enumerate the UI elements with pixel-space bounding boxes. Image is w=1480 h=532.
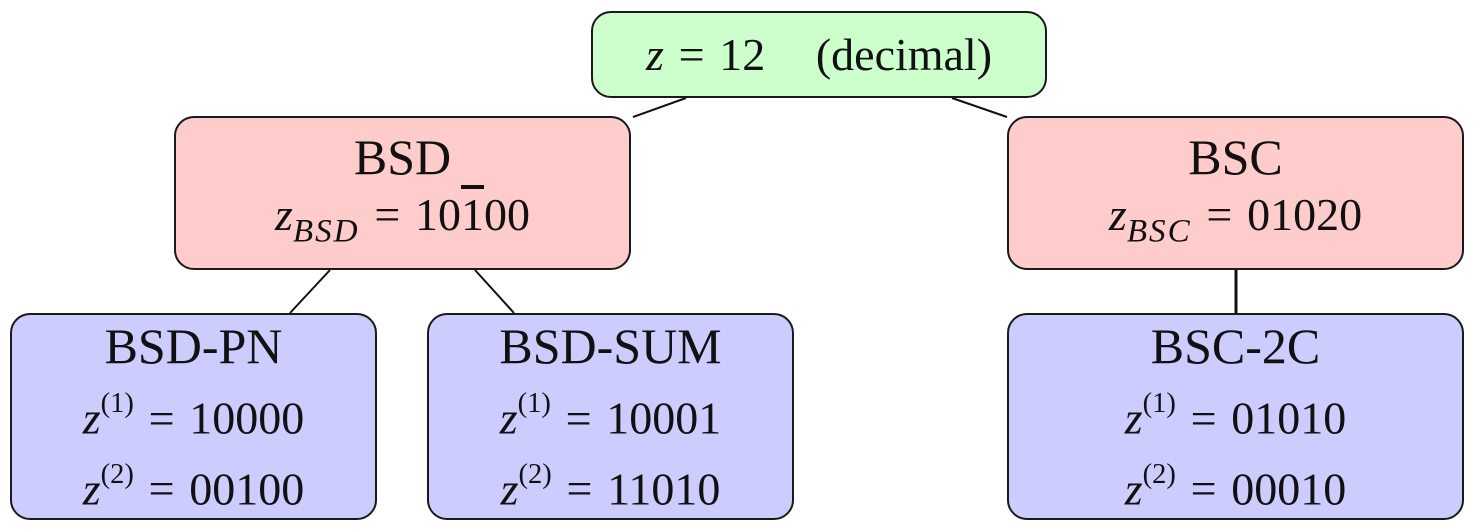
bsd-pn-row-1-var: z	[82, 392, 101, 444]
edge-root-bsc	[951, 97, 1008, 118]
bsc-node: BSC zBSC=01020	[1007, 116, 1464, 270]
bsd-pn-row-1-value: 10000	[189, 392, 305, 444]
bsc-2c-row-2-var: z	[1124, 462, 1143, 514]
bsc-2c-row-1-eq: =	[1190, 392, 1217, 444]
bsc-var: z	[1108, 188, 1127, 240]
bsd-node: BSD zBSD=10100	[174, 116, 631, 270]
bsd-pn-row-2: z(2) = 00100	[83, 447, 305, 517]
bsc-2c-node: BSC-2C z(1)=01010 z(2)=00010	[1007, 313, 1464, 520]
bsd-sum-row-1-value: 10001	[606, 392, 722, 444]
bsd-sum-row-2-sup: (2)	[518, 458, 552, 490]
bsc-2c-row-1-var: z	[1124, 392, 1143, 444]
bsd-pn-row-1-sup: (1)	[100, 388, 134, 420]
bsc-2c-title: BSC-2C	[1150, 318, 1321, 375]
bsc-2c-row-2-sup: (2)	[1142, 458, 1176, 490]
bsd-pn-title: BSD-PN	[104, 318, 283, 375]
bsd-sum-title: BSD-SUM	[499, 318, 722, 375]
bsd-sum-row-2: z(2) = 11010	[501, 447, 721, 517]
bsc-2c-row-2-value: 00010	[1231, 462, 1347, 514]
root-node: z = 12 (decimal)	[591, 11, 1047, 98]
root-var: z	[645, 28, 664, 80]
bsd-sum-row-1-sup: (1)	[517, 388, 551, 420]
bsd-pn-node: BSD-PN z(1)=10000 z(2)=00100	[10, 313, 377, 520]
bsd-pn-row-1-eq: =	[148, 392, 175, 444]
root-value: 12	[719, 28, 766, 80]
bsc-2c-row-1: z(1) = 01010	[1125, 376, 1347, 446]
bsd-value-post: 00	[484, 188, 530, 240]
bsc-2c-row-1-sup: (1)	[1142, 388, 1176, 420]
edge-bsd-pn	[289, 269, 331, 314]
bsd-pn-row-2-var: z	[82, 462, 101, 514]
bsd-pn-row-2-eq: =	[148, 462, 175, 514]
bsd-value-pre: 10	[415, 188, 461, 240]
edge-bsd-sum	[474, 269, 515, 314]
bsc-2c-row-2-eq: =	[1190, 462, 1217, 514]
bsd-sum-row-1-var: z	[499, 392, 518, 444]
bsc-value: 01020	[1247, 188, 1363, 240]
bsc-sub: BSC	[1126, 212, 1192, 250]
edge-root-bsd	[632, 97, 687, 118]
root-eq: =	[678, 28, 705, 80]
bsd-sum-row-1: z(1) = 10001	[500, 376, 722, 446]
bsc-title: BSC	[1188, 128, 1283, 185]
bsd-sum-row-2-eq: =	[566, 462, 593, 514]
bsc-2c-row-1-value: 01010	[1231, 392, 1347, 444]
bsd-var: z	[275, 188, 293, 240]
bsc-eq: =	[1206, 188, 1233, 240]
bsd-title: BSD	[353, 128, 452, 185]
bsd-sum-row-2-var: z	[500, 462, 519, 514]
bsd-value-negative-digit: 1	[461, 188, 484, 240]
root-note: (decimal)	[815, 28, 993, 80]
bsd-sum-node: BSD-SUM z(1)=10001 z(2)=11010	[427, 313, 794, 520]
bsd-equation: zBSD = 10100	[275, 187, 530, 260]
bsc-2c-row-2: z(2) = 00010	[1125, 447, 1347, 517]
root-equation: z = 12 (decimal)	[646, 27, 992, 83]
bsd-pn-row-2-sup: (2)	[100, 458, 134, 490]
bsd-pn-row-2-value: 00100	[189, 462, 305, 514]
bsd-pn-row-1: z(1) = 10000	[83, 376, 305, 446]
bsd-sum-row-1-eq: =	[565, 392, 592, 444]
bsd-sub: BSD	[292, 212, 360, 250]
bsd-eq: =	[374, 188, 401, 240]
bsc-equation: zBSC = 01020	[1109, 187, 1362, 260]
bsd-sum-row-2-value: 11010	[607, 462, 721, 514]
